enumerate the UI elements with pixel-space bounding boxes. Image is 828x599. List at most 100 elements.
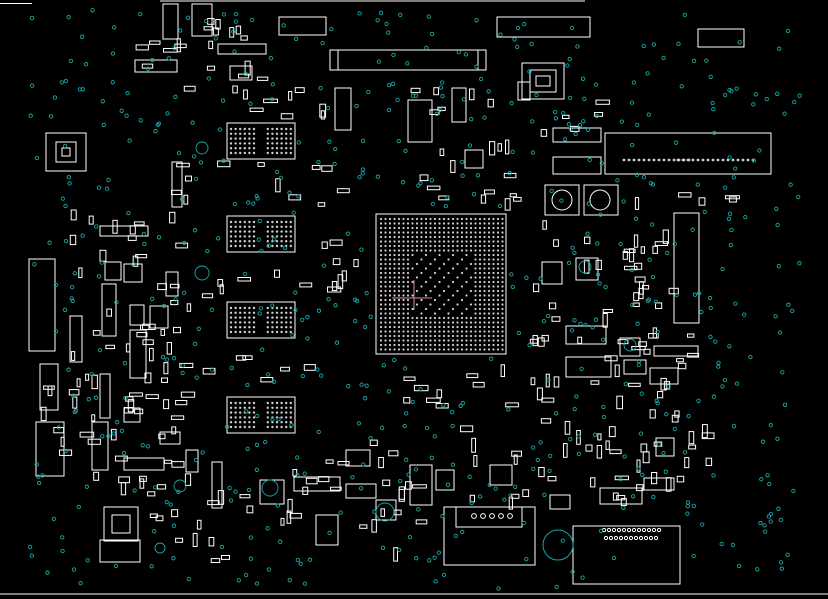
cpu-ball bbox=[388, 226, 392, 230]
connector-pin bbox=[623, 535, 629, 541]
usb-bracket-top-right[interactable] bbox=[544, 127, 619, 216]
top-left-tab[interactable] bbox=[0, 0, 32, 4]
cpu-ball bbox=[406, 271, 410, 275]
via bbox=[326, 297, 331, 302]
memory-chip-1[interactable] bbox=[226, 122, 296, 160]
via bbox=[243, 572, 249, 578]
cpu-ball bbox=[433, 226, 437, 230]
memory-ball bbox=[266, 137, 269, 140]
cpu-ball bbox=[501, 235, 504, 239]
cpu-ball bbox=[397, 249, 401, 252]
cpu-ball bbox=[483, 258, 486, 261]
cpu-ball bbox=[447, 222, 450, 225]
cpu-ball bbox=[406, 348, 410, 351]
cpu-ball bbox=[384, 235, 387, 239]
memory-ball bbox=[252, 416, 256, 419]
via bbox=[334, 340, 340, 345]
via bbox=[521, 520, 526, 526]
via bbox=[80, 233, 85, 238]
passive-component bbox=[620, 498, 627, 507]
passive-component bbox=[674, 410, 680, 418]
cpu-ball bbox=[415, 334, 419, 338]
cpu-ball bbox=[447, 312, 450, 315]
connector-bottom-right[interactable] bbox=[572, 525, 681, 585]
cpu-ball bbox=[469, 244, 473, 248]
via bbox=[83, 62, 89, 67]
memory-ball bbox=[271, 142, 274, 145]
connector-top-left[interactable] bbox=[278, 16, 327, 36]
connector-pin bbox=[672, 158, 676, 162]
passive-component bbox=[676, 475, 685, 483]
cpu-ball bbox=[402, 303, 405, 306]
passive-component bbox=[662, 229, 669, 244]
passive-component bbox=[617, 339, 629, 345]
cpu-ball bbox=[420, 258, 423, 261]
cpu-ball bbox=[397, 240, 401, 243]
memory-chip-2[interactable] bbox=[226, 215, 296, 253]
via bbox=[418, 387, 423, 392]
cpu-ball bbox=[492, 240, 495, 243]
connector-right-vertical[interactable] bbox=[673, 212, 700, 324]
cpu-ball bbox=[379, 258, 383, 261]
chip-top-right-bga[interactable] bbox=[521, 62, 565, 100]
connector-right-large[interactable] bbox=[604, 132, 772, 175]
via bbox=[699, 309, 704, 315]
memory-ball bbox=[266, 132, 269, 135]
passive-component bbox=[217, 490, 225, 505]
via bbox=[440, 80, 445, 85]
passive-component bbox=[174, 43, 187, 49]
chip-middle-small[interactable] bbox=[407, 99, 433, 143]
chip-vertical-left[interactable] bbox=[334, 87, 352, 131]
connector-pin bbox=[647, 158, 651, 162]
via bbox=[450, 410, 455, 415]
component-outline bbox=[123, 407, 141, 423]
memory-chip-3[interactable] bbox=[226, 301, 296, 339]
cpu-ball bbox=[487, 307, 491, 311]
cpu-ball bbox=[406, 253, 410, 257]
via bbox=[227, 485, 232, 491]
via bbox=[716, 364, 721, 369]
cpu-ball bbox=[492, 267, 495, 270]
chip-bottom-left-qfn[interactable] bbox=[103, 506, 139, 542]
memory-ball bbox=[266, 406, 269, 409]
cpu-ball bbox=[388, 276, 392, 279]
cpu-ball bbox=[379, 280, 383, 284]
via bbox=[376, 59, 382, 64]
via bbox=[350, 475, 355, 480]
passive-component bbox=[171, 461, 185, 468]
passive-component bbox=[551, 316, 561, 322]
connector-left-vertical[interactable] bbox=[28, 258, 56, 352]
connector-top-long[interactable] bbox=[329, 49, 487, 71]
via bbox=[319, 373, 324, 378]
memory-ball bbox=[248, 235, 251, 238]
round-jack[interactable] bbox=[542, 529, 574, 561]
via bbox=[663, 469, 668, 474]
via bbox=[508, 493, 513, 498]
passive-component bbox=[93, 471, 100, 481]
passive-component bbox=[289, 512, 302, 519]
memory-ball bbox=[229, 151, 233, 155]
via bbox=[583, 322, 588, 328]
via bbox=[474, 18, 479, 23]
cpu-ball bbox=[397, 285, 401, 288]
via bbox=[767, 481, 772, 487]
via bbox=[89, 371, 94, 377]
cpu-bga[interactable] bbox=[375, 213, 507, 355]
via bbox=[576, 434, 581, 439]
connector-bottom-dsub[interactable] bbox=[443, 506, 536, 566]
memory-ball bbox=[239, 230, 242, 233]
memory-ball bbox=[248, 306, 251, 310]
passive-component bbox=[142, 323, 156, 331]
cpu-ball bbox=[451, 280, 455, 284]
memory-chip-4[interactable] bbox=[226, 396, 296, 434]
cpu-ball bbox=[469, 321, 473, 324]
via bbox=[403, 148, 408, 154]
connector-far-top-right[interactable] bbox=[697, 28, 745, 48]
memory-ball bbox=[289, 416, 292, 419]
connector-top-right[interactable] bbox=[496, 16, 591, 38]
via bbox=[270, 417, 275, 422]
chip-left-qfn[interactable] bbox=[45, 132, 87, 172]
cpu-ball bbox=[501, 271, 504, 275]
cpu-ball bbox=[402, 258, 405, 261]
